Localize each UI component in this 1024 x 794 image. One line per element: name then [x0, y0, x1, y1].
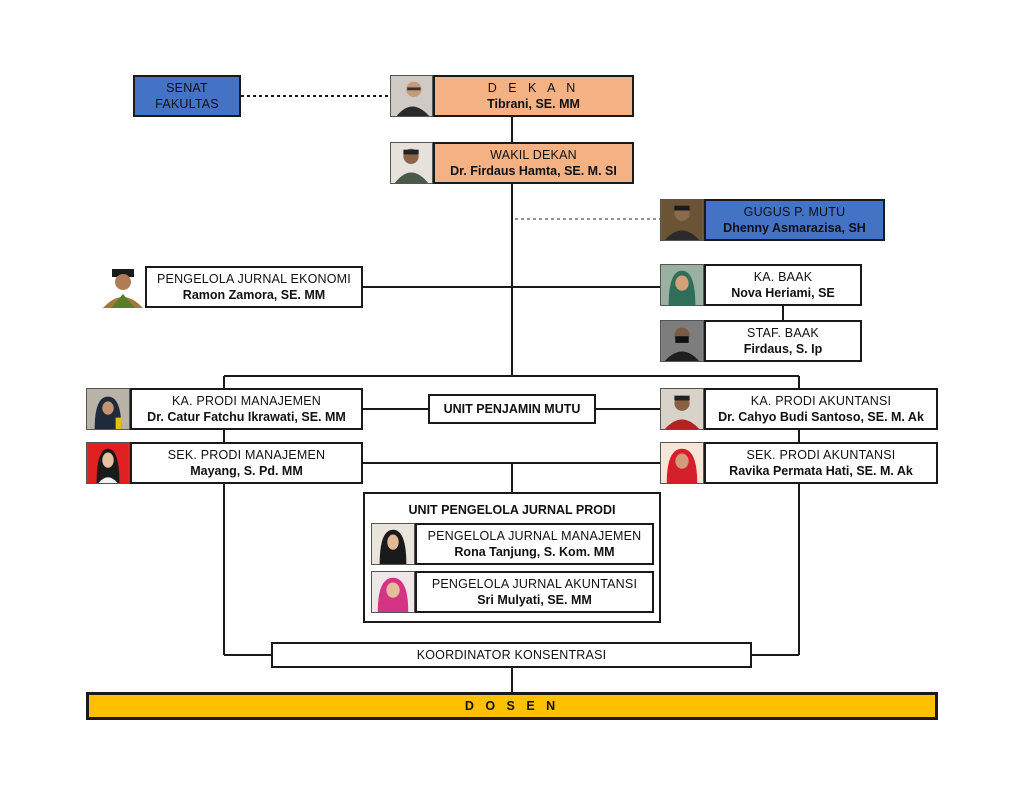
senat-line2: FAKULTAS — [155, 97, 219, 111]
jurnal-manajemen-title: PENGELOLA JURNAL MANAJEMEN — [427, 529, 642, 543]
wakil-dekan-name: Dr. Firdaus Hamta, SE. M. SI — [450, 164, 617, 178]
ka-prodi-akuntansi-title: KA. PRODI AKUNTANSI — [750, 394, 892, 408]
jurnal-ekonomi-box: PENGELOLA JURNAL EKONOMI Ramon Zamora, S… — [145, 266, 363, 308]
unit-penjamin-mutu-title: UNIT PENJAMIN MUTU — [443, 402, 581, 416]
jurnal-akuntansi-box: PENGELOLA JURNAL AKUNTANSI Sri Mulyati, … — [415, 571, 654, 613]
unit-penjamin-mutu-box: UNIT PENJAMIN MUTU — [428, 394, 596, 424]
jurnal-ekonomi-title: PENGELOLA JURNAL EKONOMI — [157, 272, 351, 286]
staf-baak-title: STAF. BAAK — [747, 326, 819, 340]
sek-prodi-manajemen-box: SEK. PRODI MANAJEMEN Mayang, S. Pd. MM — [130, 442, 363, 484]
koordinator-title: KOORDINATOR KONSENTRASI — [416, 648, 607, 662]
dekan-box: D E K A N Tibrani, SE. MM — [433, 75, 634, 117]
jurnal-manajemen-name: Rona Tanjung, S. Kom. MM — [454, 545, 615, 559]
koordinator-konsentrasi-box: KOORDINATOR KONSENTRASI — [271, 642, 752, 668]
jurnal-manajemen-photo — [371, 523, 415, 565]
wakil-dekan-title: WAKIL DEKAN — [490, 148, 577, 162]
sek-prodi-akuntansi-box: SEK. PRODI AKUNTANSI Ravika Permata Hati… — [704, 442, 938, 484]
dekan-title: D E K A N — [487, 81, 580, 95]
jurnal-ekonomi-photo — [101, 266, 145, 308]
senat-line1: SENAT — [166, 81, 208, 95]
ka-prodi-manajemen-name: Dr. Catur Fatchu Ikrawati, SE. MM — [147, 410, 346, 424]
sek-prodi-akuntansi-title: SEK. PRODI AKUNTANSI — [746, 448, 896, 462]
sek-prodi-akuntansi-name: Ravika Permata Hati, SE. M. Ak — [729, 464, 913, 478]
gugus-mutu-title: GUGUS P. MUTU — [743, 205, 846, 219]
staf-baak-box: STAF. BAAK Firdaus, S. Ip — [704, 320, 862, 362]
dekan-name: Tibrani, SE. MM — [487, 97, 580, 111]
ka-prodi-akuntansi-photo — [660, 388, 704, 430]
ka-baak-photo — [660, 264, 704, 306]
staf-baak-name: Firdaus, S. Ip — [743, 342, 823, 356]
sek-prodi-manajemen-photo — [86, 442, 130, 484]
gugus-mutu-name: Dhenny Asmarazisa, SH — [723, 221, 866, 235]
ka-prodi-akuntansi-name: Dr. Cahyo Budi Santoso, SE. M. Ak — [718, 410, 924, 424]
sek-prodi-manajemen-title: SEK. PRODI MANAJEMEN — [167, 448, 326, 462]
jurnal-ekonomi-name: Ramon Zamora, SE. MM — [182, 288, 326, 302]
wakil-dekan-photo — [390, 142, 433, 184]
dosen-title: D O S E N — [464, 699, 560, 713]
ka-baak-title: KA. BAAK — [753, 270, 813, 284]
gugus-mutu-photo — [660, 199, 704, 241]
sek-prodi-manajemen-name: Mayang, S. Pd. MM — [190, 464, 303, 478]
sek-prodi-akuntansi-photo — [660, 442, 704, 484]
gugus-mutu-box: GUGUS P. MUTU Dhenny Asmarazisa, SH — [704, 199, 885, 241]
dekan-photo — [390, 75, 433, 117]
unit-jurnal-prodi-title: UNIT PENGELOLA JURNAL PRODI — [408, 503, 616, 517]
ka-prodi-akuntansi-box: KA. PRODI AKUNTANSI Dr. Cahyo Budi Santo… — [704, 388, 938, 430]
jurnal-akuntansi-name: Sri Mulyati, SE. MM — [477, 593, 592, 607]
wakil-dekan-box: WAKIL DEKAN Dr. Firdaus Hamta, SE. M. SI — [433, 142, 634, 184]
jurnal-manajemen-box: PENGELOLA JURNAL MANAJEMEN Rona Tanjung,… — [415, 523, 654, 565]
ka-prodi-manajemen-box: KA. PRODI MANAJEMEN Dr. Catur Fatchu Ikr… — [130, 388, 363, 430]
senat-fakultas-box: SENAT FAKULTAS — [133, 75, 241, 117]
ka-prodi-manajemen-photo — [86, 388, 130, 430]
ka-baak-box: KA. BAAK Nova Heriami, SE — [704, 264, 862, 306]
jurnal-akuntansi-photo — [371, 571, 415, 613]
ka-baak-name: Nova Heriami, SE — [731, 286, 835, 300]
jurnal-akuntansi-title: PENGELOLA JURNAL AKUNTANSI — [431, 577, 638, 591]
staf-baak-photo — [660, 320, 704, 362]
dosen-box: D O S E N — [86, 692, 938, 720]
ka-prodi-manajemen-title: KA. PRODI MANAJEMEN — [172, 394, 321, 408]
